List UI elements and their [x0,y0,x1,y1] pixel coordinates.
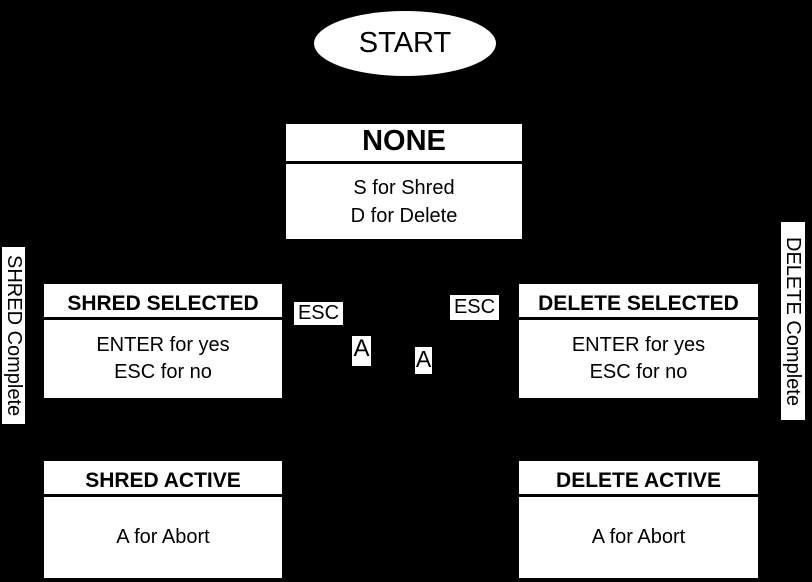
state-shred-selected: SHRED SELECTED ENTER for yes ESC for no [44,284,282,398]
edge-label-delete-complete: DELETE Complete [781,222,805,420]
state-shred-selected-body: ENTER for yes ESC for no [44,320,282,398]
start-node-label: START [358,27,452,59]
state-shred-selected-line: ESC for no [114,361,212,383]
state-shred-active: SHRED ACTIVE A for Abort [44,461,282,578]
state-none-title: NONE [286,124,522,164]
start-node: START [314,11,496,76]
state-none-line: S for Shred [353,176,455,199]
state-none: NONE S for Shred D for Delete [286,124,522,239]
state-delete-selected-body: ENTER for yes ESC for no [519,320,758,398]
state-none-body: S for Shred D for Delete [286,164,522,239]
state-shred-active-body: A for Abort [44,497,282,578]
edge-label-esc-right: ESC [450,295,499,320]
state-delete-selected-title: DELETE SELECTED [519,284,758,320]
state-delete-selected-line: ESC for no [589,361,688,383]
edge-label-shred-complete: SHRED Complete [2,247,25,424]
edge-label-a-left: A [352,336,371,366]
edge-label-a-right: A [415,346,432,374]
state-delete-selected: DELETE SELECTED ENTER for yes ESC for no [519,284,758,398]
state-delete-active: DELETE ACTIVE A for Abort [519,461,758,578]
state-delete-active-body: A for Abort [519,497,758,578]
state-delete-selected-line: ENTER for yes [571,334,706,356]
state-shred-active-title: SHRED ACTIVE [44,461,282,497]
state-delete-active-line: A for Abort [591,526,686,548]
state-delete-active-title: DELETE ACTIVE [519,461,758,497]
state-none-line: D for Delete [350,204,458,227]
state-shred-active-line: A for Abort [116,526,210,548]
state-shred-selected-title: SHRED SELECTED [44,284,282,320]
edge-label-esc-left: ESC [294,302,343,325]
state-shred-selected-line: ENTER for yes [96,334,230,356]
